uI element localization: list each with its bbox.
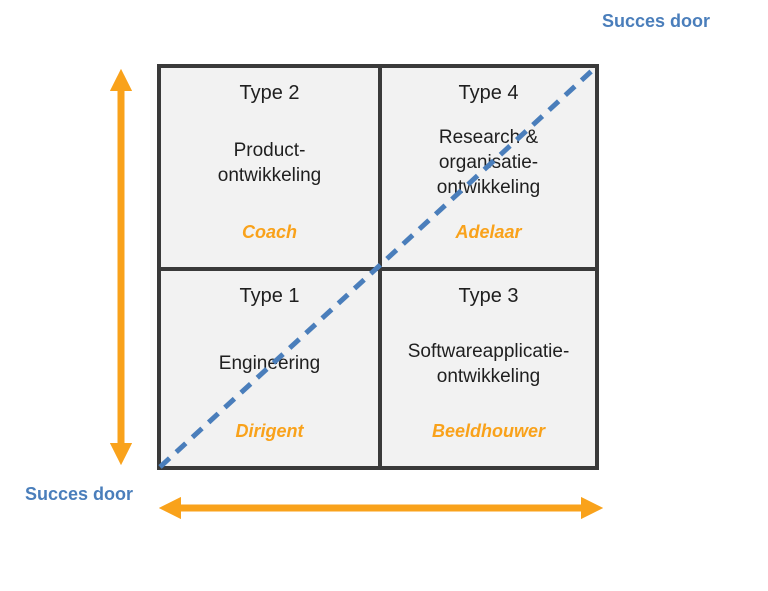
axis-label-bottom-left: Succes door [25,484,134,504]
quadrant-role: Dirigent [235,421,304,441]
quadrant-description: Softwareapplicatie- ontwikkeling [407,340,570,387]
quadrant-description: Research & organisatie- ontwikkeling [436,127,541,198]
quadrant-title: Type 2 [239,82,300,104]
quadrant-role: Beeldhouwer [431,421,546,441]
quadrant-type-2: Type 2 Product- ontwikkeling Coach [161,68,378,267]
quadrant-type-4: Type 4 Research & organisatie- ontwikkel… [378,68,595,267]
matrix-box: Type 2 Product- ontwikkeling Coach Type … [157,64,599,470]
vertical-double-arrow-icon [109,68,133,466]
quadrant-description: Engineering [218,353,321,375]
quadrant-title: Type 1 [239,285,300,307]
horizontal-double-arrow-icon [158,496,604,520]
quadrant-role: Coach [241,222,297,242]
quadrant-title: Type 4 [458,82,519,104]
axis-label-top-right: Succes door [602,11,711,31]
quadrant-role: Adelaar [455,222,522,242]
quadrant-type-3: Type 3 Softwareapplicatie- ontwikkeling … [378,267,595,466]
quadrant-type-1: Type 1 Engineering Dirigent [161,267,378,466]
quadrant-title: Type 3 [458,285,519,307]
quadrant-description: Product- ontwikkeling [217,139,322,186]
